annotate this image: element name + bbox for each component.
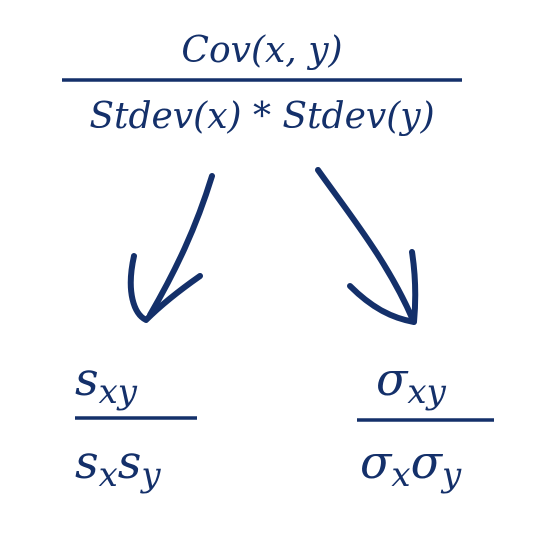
right-denominator-sub-2: y (440, 455, 462, 495)
top-denominator: Stdev(x) * Stdev(y) (89, 96, 434, 137)
right-numerator: σxy (376, 352, 447, 412)
right-denominator-base-2: σ (411, 435, 444, 489)
left-numerator-base: s (75, 352, 99, 406)
left-fraction: sxy sxsy (75, 352, 197, 495)
right-denominator: σxσy (360, 435, 462, 495)
curved-arrow-down-right-icon (315, 167, 419, 325)
right-fraction: σxy σxσy (357, 352, 494, 495)
left-denominator-sub-1: x (99, 455, 118, 495)
left-denominator-base-1: s (75, 435, 99, 489)
left-denominator-base-2: s (118, 435, 142, 489)
left-denominator: sxsy (75, 435, 161, 495)
top-fraction: Cov(x, y) Stdev(x) * Stdev(y) (62, 30, 462, 137)
left-numerator: sxy (75, 352, 138, 412)
left-numerator-sub: xy (99, 372, 138, 412)
left-denominator-sub-2: y (139, 455, 161, 495)
right-denominator-sub-1: x (391, 455, 410, 495)
right-denominator-base-1: σ (360, 435, 393, 489)
top-numerator: Cov(x, y) (181, 30, 342, 71)
right-numerator-base: σ (376, 352, 409, 406)
right-numerator-sub: xy (407, 372, 446, 412)
curved-arrow-down-left-icon (127, 173, 215, 323)
